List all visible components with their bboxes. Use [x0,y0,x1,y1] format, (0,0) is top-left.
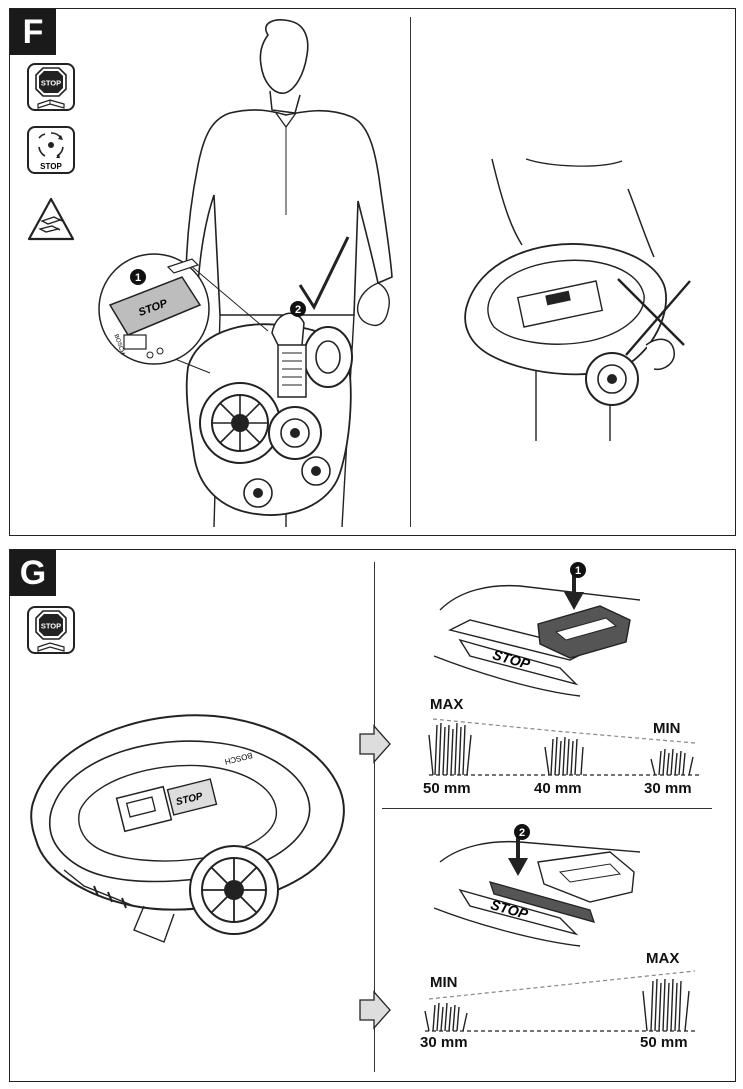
wrong-carry-illustration [450,149,710,449]
panel-f-divider [410,17,411,527]
stop-manual-icon-g: STOP [26,605,76,655]
closeup-one-stop-text: STOP [491,646,532,672]
bottom-height-30: 30 mm [420,1034,468,1051]
step-one-marker: 1 [135,272,141,284]
height-adjust-down-closeup: STOP 2 [430,822,650,948]
mower-illustration: STOP BOSCH [24,710,354,950]
panel-g: G STOP STOP BOSCH [9,549,736,1082]
arrow-right-top [358,724,392,764]
step-two-marker: 2 [295,304,301,316]
warning-hand-icon [26,195,76,245]
stop-manual-icon-g-text: STOP [41,622,61,631]
top-height-40: 40 mm [534,780,582,797]
arrow-right-bottom [358,990,392,1030]
height-adjust-up-closeup: STOP 1 [430,560,650,700]
bottom-height-50: 50 mm [640,1034,688,1051]
top-max-label: MAX [430,696,464,713]
blade-stop-icon-text: STOP [40,162,62,171]
panel-g-divider-vertical [374,562,375,1072]
blade-stop-icon: STOP [26,125,76,175]
top-height-50: 50 mm [423,780,471,797]
bottom-min-label: MIN [430,974,458,991]
closeup-two-step-marker: 2 [519,827,525,839]
panel-g-divider-horizontal [382,808,712,809]
panel-f: F STOP STOP [9,8,736,536]
stop-manual-icon-text: STOP [41,79,61,88]
stop-manual-icon: STOP [26,62,76,112]
bottom-max-label: MAX [646,950,680,967]
panel-g-letter: G [10,550,56,596]
panel-f-letter: F [10,9,56,55]
closeup-one-step-marker: 1 [575,565,581,577]
top-height-30: 30 mm [644,780,692,797]
grass-height-chart-bottom [415,955,715,1060]
person-carrying-mower-illustration: STOP BOSCH 1 2 [90,15,405,530]
top-min-label: MIN [653,720,681,737]
grass-height-chart-top [415,695,715,800]
